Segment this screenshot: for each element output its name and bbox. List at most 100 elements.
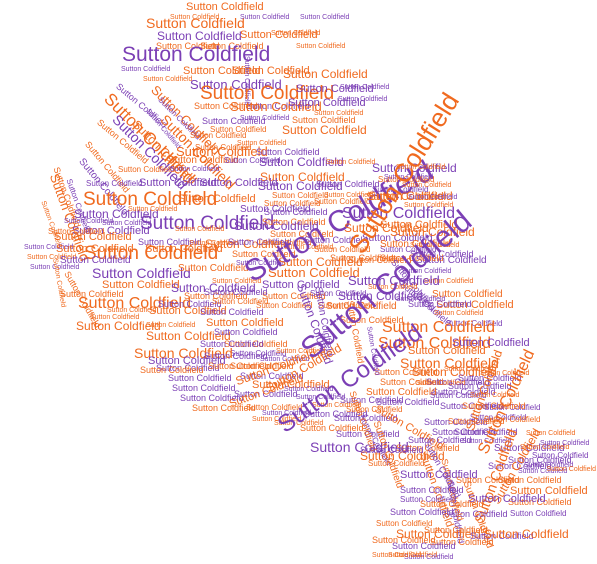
cloud-word: Sutton Coldfield [60, 289, 124, 299]
cloud-word: Sutton Coldfield [84, 243, 219, 264]
cloud-word: Sutton Coldfield [270, 229, 334, 239]
cloud-word: Sutton Coldfield [156, 41, 220, 51]
cloud-word: Sutton Coldfield [143, 76, 193, 83]
cloud-word: Sutton Coldfield [408, 435, 472, 445]
cloud-word: Sutton Coldfield [118, 165, 175, 174]
cloud-word: Sutton Coldfield [149, 305, 227, 317]
cloud-word: Sutton Coldfield [484, 527, 569, 541]
cloud-word: Sutton Coldfield [158, 299, 222, 309]
cloud-word: Sutton Coldfield [183, 65, 261, 77]
cloud-word: Sutton Coldfield [300, 423, 364, 433]
cloud-word: Sutton Coldfield [27, 254, 77, 261]
cloud-word: Sutton Coldfield [200, 83, 335, 104]
cloud-word: Sutton Coldfield [205, 237, 290, 251]
cloud-word: Sutton Coldfield [92, 265, 191, 281]
cloud-word: Sutton Coldfield [178, 193, 256, 205]
cloud-word: Sutton Coldfield [400, 355, 499, 371]
cloud-word: Sutton Coldfield [168, 155, 239, 166]
cloud-word: Sutton Coldfield [184, 291, 248, 301]
cloud-word: Sutton Coldfield [396, 527, 481, 541]
cloud-word: Sutton Coldfield [156, 363, 220, 373]
cloud-word: Sutton Coldfield [480, 370, 530, 377]
cloud-word: Sutton Coldfield [372, 185, 429, 194]
cloud-word: Sutton Coldfield [146, 15, 245, 31]
cloud-word: Sutton Coldfield [396, 296, 446, 303]
cloud-word: Sutton Coldfield [360, 449, 445, 463]
cloud-word: Sutton Coldfield [240, 115, 290, 122]
cloud-word: Sutton Coldfield [268, 265, 360, 280]
cloud-word: Sutton Coldfield [424, 417, 488, 427]
cloud-word: Sutton Coldfield [318, 301, 375, 310]
cloud-word: Sutton Coldfield [458, 373, 522, 383]
cloud-word: Sutton Coldfield [396, 443, 460, 453]
cloud-word: Sutton Coldfield [410, 249, 474, 259]
cloud-word: Sutton Coldfield [234, 219, 319, 233]
cloud-word: Sutton Coldfield [456, 475, 520, 485]
cloud-word: Sutton Coldfield [200, 177, 278, 189]
cloud-word: Sutton Coldfield [404, 202, 454, 209]
cloud-word: Sutton Coldfield [90, 314, 140, 321]
cloud-word: Sutton Coldfield [348, 255, 412, 265]
cloud-word: Sutton Coldfield [420, 499, 484, 509]
cloud-word: Sutton Coldfield [408, 299, 472, 309]
cloud-word: Sutton Coldfield [368, 189, 453, 203]
cloud-word: Sutton Coldfield [258, 179, 343, 193]
cloud-word: Sutton Coldfield [362, 233, 433, 244]
cloud-word: Sutton Coldfield [304, 409, 368, 419]
cloud-word: Sutton Coldfield [224, 156, 281, 165]
cloud-word: Sutton Coldfield [444, 509, 508, 519]
cloud-word: Sutton Coldfield [262, 410, 312, 417]
cloud-word: Sutton Coldfield [424, 525, 488, 535]
cloud-word: Sutton Coldfield [372, 552, 422, 559]
cloud-word: Sutton Coldfield [262, 291, 326, 301]
cloud-word: Sutton Coldfield [288, 97, 366, 109]
cloud-word: Sutton Coldfield [234, 389, 298, 399]
cloud-word: Sutton Coldfield [462, 438, 512, 445]
cloud-word: Sutton Coldfield [470, 392, 520, 399]
cloud-word: Sutton Coldfield [396, 164, 446, 171]
cloud-word: Sutton Coldfield [416, 255, 487, 266]
cloud-word: Sutton Coldfield [271, 30, 321, 37]
cloud-word: Sutton Coldfield [194, 101, 258, 111]
cloud-word: Sutton Coldfield [78, 295, 191, 312]
cloud-word: Sutton Coldfield [76, 319, 161, 333]
cloud-word: Sutton Coldfield [304, 235, 368, 245]
cloud-word: Sutton Coldfield [200, 307, 264, 317]
cloud-word: Sutton Coldfield [56, 243, 134, 255]
cloud-word: Sutton Coldfield [186, 1, 264, 13]
cloud-word: Sutton Coldfield [376, 519, 433, 528]
cloud-word: Sutton Coldfield [468, 493, 546, 505]
cloud-word: Sutton Coldfield [140, 213, 275, 234]
cloud-word: Sutton Coldfield [200, 41, 264, 51]
cloud-word: Sutton Coldfield [138, 237, 202, 247]
cloud-word: Sutton Coldfield [236, 260, 286, 267]
cloud-word: Sutton Coldfield [310, 439, 409, 455]
cloud-word: Sutton Coldfield [262, 240, 312, 247]
cloud-word: Sutton Coldfield [416, 380, 466, 387]
cloud-word: Sutton Coldfield [430, 537, 494, 547]
cloud-word: Sutton Coldfield [72, 225, 150, 237]
cloud-word: Sutton Coldfield [228, 237, 292, 247]
cloud-word: Sutton Coldfield [204, 351, 268, 361]
cloud-word: Sutton Coldfield [237, 140, 287, 147]
cloud-word: Sutton Coldfield [168, 373, 232, 383]
cloud-word: Sutton Coldfield [400, 469, 478, 481]
cloud-word: Sutton Coldfield [30, 264, 80, 271]
cloud-word: Sutton Coldfield [380, 377, 444, 387]
cloud-word: Sutton Coldfield [204, 287, 268, 297]
cloud-word: Sutton Coldfield [314, 197, 371, 206]
cloud-word: Sutton Coldfield [134, 345, 233, 361]
cloud-word: Sutton Coldfield [532, 451, 589, 460]
cloud-word: Sutton Coldfield [312, 402, 362, 409]
cloud-word: Sutton Coldfield [372, 535, 436, 545]
cloud-word: Sutton Coldfield [240, 371, 304, 381]
cloud-word: Sutton Coldfield [157, 29, 242, 43]
cloud-word: Sutton Coldfield [232, 249, 296, 259]
cloud-word: Sutton Coldfield [172, 383, 236, 393]
cloud-word: Sutton Coldfield [326, 159, 376, 166]
cloud-word: Sutton Coldfield [230, 99, 322, 114]
cloud-word: Sutton Coldfield [230, 349, 287, 358]
cloud-word: Sutton Coldfield [400, 485, 464, 495]
cloud-word: Sutton Coldfield [432, 289, 503, 300]
cloud-word: Sutton Coldfield [440, 401, 504, 411]
